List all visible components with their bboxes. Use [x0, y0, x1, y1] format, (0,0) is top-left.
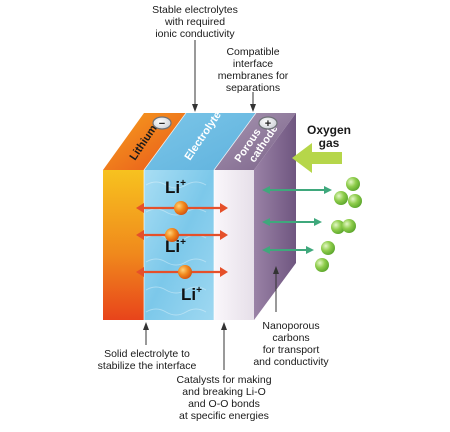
li-ion-label-1: Li+	[165, 178, 186, 197]
ion-arrow-2	[136, 230, 228, 240]
membranes-callout: Compatible interface membranes for separ…	[217, 46, 289, 94]
oxygen-arrow	[292, 143, 342, 173]
li-ion-ball-3	[178, 265, 192, 279]
li-ion-ball-1	[174, 201, 188, 215]
oxygen-exchange-arrow-1	[262, 186, 332, 194]
nanoporous-callout: Nanoporous carbons for transport and con…	[253, 320, 329, 368]
svg-text:Li+: Li+	[165, 237, 186, 256]
negative-terminal: −	[152, 116, 172, 130]
solid-electrolyte-callout: Solid electrolyte to stabilize the inter…	[97, 348, 197, 372]
callout-arrows	[143, 40, 279, 370]
electrolyte-top	[144, 113, 256, 170]
svg-text:+: +	[265, 118, 271, 130]
svg-text:Li+: Li+	[181, 285, 202, 304]
li-ion-ball-2	[165, 228, 179, 242]
oxygen-molecules	[315, 177, 362, 272]
cathode-side	[254, 113, 296, 320]
lithium-front	[103, 170, 144, 320]
svg-text:−: −	[159, 118, 165, 130]
svg-text:Li+: Li+	[165, 178, 186, 197]
cathode-top	[214, 113, 296, 170]
oxygen-exchange-arrow-2	[262, 218, 322, 226]
oxygen-gas-label: Oxygen gas	[306, 123, 351, 150]
li-ion-label-2: Li+	[165, 237, 186, 256]
oxygen-exchange-arrow-3	[262, 246, 314, 254]
positive-terminal: +	[258, 116, 278, 130]
cathode-front	[214, 170, 254, 320]
catalysts-callout: Catalysts for making and breaking Li-O a…	[176, 374, 272, 422]
li-ion-label-3: Li+	[181, 285, 202, 304]
electrolyte-callout: Stable electrolytes with required ionic …	[152, 4, 238, 40]
